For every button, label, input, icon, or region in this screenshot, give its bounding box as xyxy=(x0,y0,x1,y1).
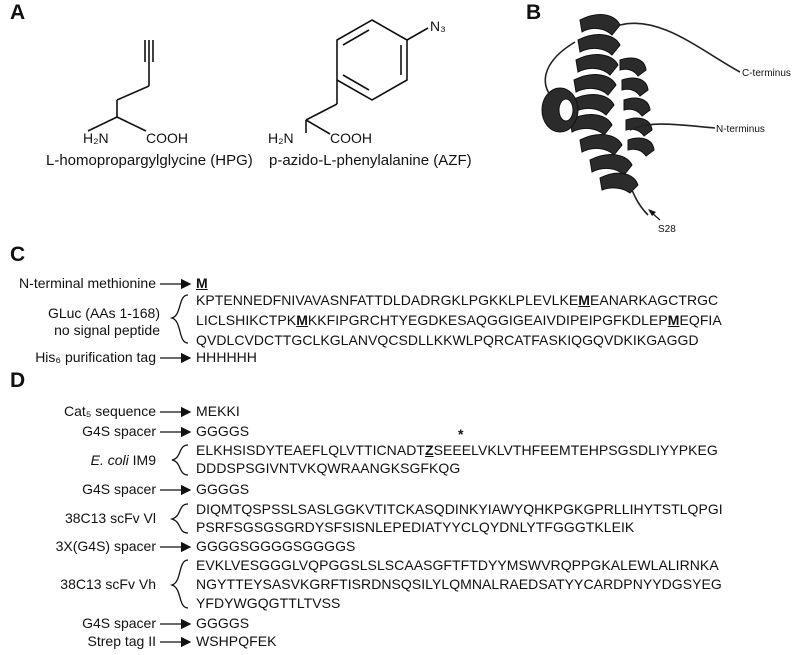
gluc-seq-line2: LICLSHIKCTPKMKKFIPGRCHTYEGDKESAQGGIGEAIV… xyxy=(196,312,722,328)
vh-seq-line1: EVKLVESGGGLVQPGGSLSLSCAASGFTFTDYYMSWVRQP… xyxy=(196,557,719,573)
g4s-label-1: G4S spacer xyxy=(82,423,156,439)
cat5-seq: MEKKI xyxy=(196,403,240,419)
panel-label-b: B xyxy=(526,1,542,24)
nterm-seq: M xyxy=(196,275,208,291)
azf-azide: N₃ xyxy=(430,18,446,34)
spacer3-label: 3X(G4S) spacer xyxy=(55,538,156,554)
panel-label-a: A xyxy=(10,1,26,24)
im9-seq-line1: ELKHSISDYTEAEFLQLVTTICNADTZSEEELVKLVTHFE… xyxy=(196,442,718,458)
vh-seq-line2: NGYTTEYSASVKGRFTISRDNSQSILYLQMNALRAEDSAT… xyxy=(196,576,722,592)
vh-label: 38C13 scFv Vh xyxy=(60,576,156,592)
gluc-label-line1: GLuc (AAs 1-168) xyxy=(47,305,160,321)
g4s-label-2: G4S spacer xyxy=(82,481,156,497)
azf-amine: H₂N xyxy=(268,130,294,146)
vl-seq-line1: DIQMTQSPSSLSASLGGKVTITCKASQDINKYIAWYQHKP… xyxy=(196,501,723,517)
strep-label: Strep tag II xyxy=(87,633,156,649)
n-terminus-label: N-terminus xyxy=(716,124,765,135)
hpg-name: L-homopropargylglycine (HPG) xyxy=(46,152,253,169)
azf-structure xyxy=(305,19,429,135)
brace-gluc xyxy=(169,294,189,344)
gluc-seq-line3: QVDLCVDCTTGCLKGLANVQCSDLLKKWLPQRCATFASKI… xyxy=(196,332,699,348)
azf-carboxyl: COOH xyxy=(330,130,372,146)
vl-label: 38C13 scFv Vl xyxy=(64,510,156,526)
gluc-label-line2: no signal peptide xyxy=(54,322,160,338)
panel-label-d: D xyxy=(10,369,26,392)
brace-vl xyxy=(169,503,189,534)
g4s-seq-2: GGGGS xyxy=(196,481,250,497)
hpg-structure xyxy=(87,40,154,132)
panel-a-structures: H₂N COOH N₃ H₂N COOH xyxy=(83,18,446,146)
spacer3-seq: GGGGSGGGGSGGGGS xyxy=(196,538,356,554)
his-seq: HHHHHH xyxy=(196,349,257,365)
hpg-carboxyl: COOH xyxy=(146,130,188,146)
im9-seq-line2: DDDSPSGIVNTVKQWRAANGKSGFKQG xyxy=(196,460,461,476)
s28-label: S28 xyxy=(658,224,676,235)
brace-im9 xyxy=(171,444,189,476)
his-label: His₆ purification tag xyxy=(35,349,156,365)
hpg-amine: H₂N xyxy=(83,130,109,146)
cat5-label: Cat₅ sequence xyxy=(63,403,156,419)
im9-label: E. coli IM9 xyxy=(90,452,156,468)
g4s-label-3: G4S spacer xyxy=(82,615,156,631)
strep-seq: WSHPQFEK xyxy=(196,633,277,649)
panel-label-c: C xyxy=(10,243,26,266)
brace-vh xyxy=(169,559,189,609)
nterm-label: N-terminal methionine xyxy=(19,275,156,291)
c-terminus-label: C-terminus xyxy=(742,68,791,79)
vh-seq-line3: YFDYWGQGTTLTVSS xyxy=(196,595,341,611)
protein-ribbon-structure: C-terminus N-terminus S28 xyxy=(541,14,791,235)
asterisk-mark: * xyxy=(458,426,464,442)
vl-seq-line2: PSRFSGSGSGRDYSFSISNLEPEDIATYYCLQYDNLYTFG… xyxy=(196,519,635,535)
g4s-seq-1: GGGGS xyxy=(196,423,250,439)
azf-name: p-azido-L-phenylalanine (AZF) xyxy=(269,152,472,169)
gluc-seq-line1: KPTENNEDFNIVAVASNFATTDLDADRGKLPGKKLPLEVL… xyxy=(196,292,719,308)
g4s-seq-3: GGGGS xyxy=(196,615,250,631)
